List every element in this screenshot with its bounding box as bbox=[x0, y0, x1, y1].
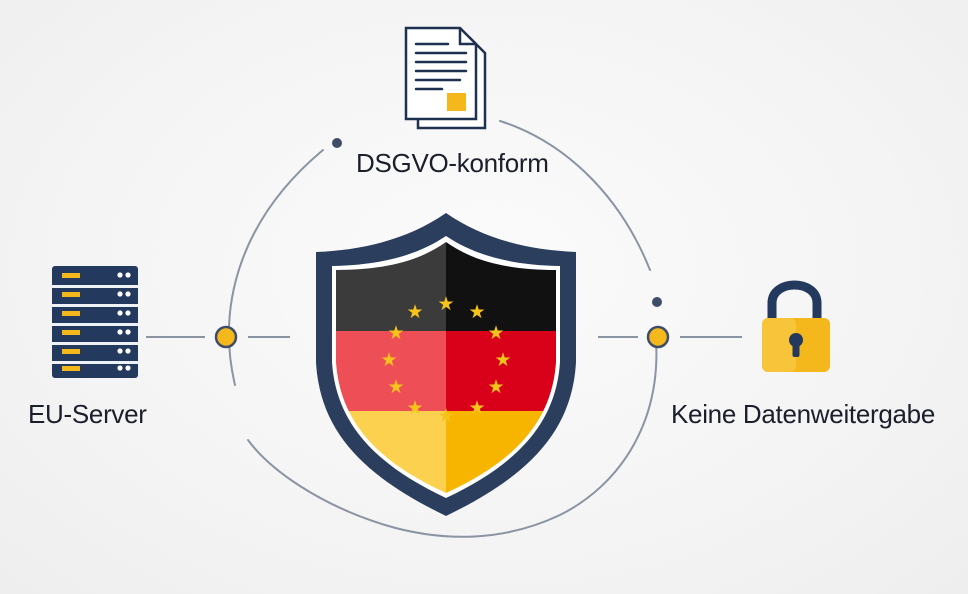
padlock-icon bbox=[762, 280, 830, 372]
left-connector bbox=[146, 325, 290, 349]
connector-ring bbox=[228, 120, 658, 538]
document-icon bbox=[404, 26, 487, 130]
dsgvo-label: DSGVO-konform bbox=[356, 148, 549, 178]
eu-server-label: EU-Server bbox=[28, 399, 147, 429]
svg-text:★: ★ bbox=[380, 349, 397, 371]
ring-node-dot bbox=[332, 138, 342, 148]
svg-text:★: ★ bbox=[468, 397, 485, 419]
svg-text:★: ★ bbox=[468, 301, 485, 323]
svg-text:★: ★ bbox=[494, 349, 511, 371]
svg-text:★: ★ bbox=[487, 322, 504, 344]
svg-text:★: ★ bbox=[406, 397, 423, 419]
no-data-sharing-label: Keine Datenweitergabe bbox=[671, 399, 935, 429]
ring-node-dot bbox=[652, 297, 662, 307]
svg-text:★: ★ bbox=[387, 376, 404, 398]
server-rack-icon bbox=[52, 266, 138, 378]
svg-text:★: ★ bbox=[406, 301, 423, 323]
eu-germany-shield-icon: ★ ★ ★ ★ ★ ★ ★ ★ ★ ★ ★ ★ bbox=[316, 213, 576, 516]
right-connector bbox=[598, 325, 742, 349]
eu-stars: ★ ★ ★ ★ ★ ★ ★ ★ ★ ★ ★ ★ bbox=[380, 293, 511, 427]
svg-text:★: ★ bbox=[487, 376, 504, 398]
svg-text:★: ★ bbox=[437, 405, 454, 427]
svg-text:★: ★ bbox=[387, 322, 404, 344]
svg-text:★: ★ bbox=[437, 293, 454, 315]
